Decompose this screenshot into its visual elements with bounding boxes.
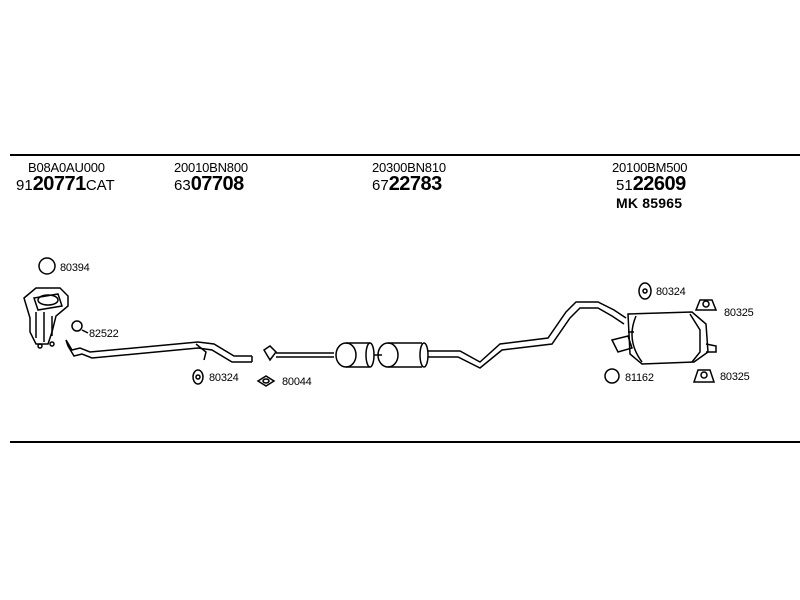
rubber-hanger-icon	[192, 369, 204, 385]
rear-muffler-icon	[610, 311, 717, 365]
part-group-front-pipe: 20010BN800 6307708	[174, 160, 248, 195]
part-label: 80325	[720, 371, 750, 383]
small-gasket-icon	[71, 320, 89, 334]
top-divider	[10, 154, 800, 156]
front-pipe-icon	[65, 339, 253, 363]
part-group-catalyst: B08A0AU000 9120771CAT	[16, 160, 115, 195]
bottom-divider	[10, 441, 800, 443]
exhaust-hanger-icon	[692, 369, 716, 383]
part-number: 6307708	[174, 173, 244, 195]
gasket-ring-icon	[38, 257, 56, 275]
part-label: 80324	[209, 372, 239, 384]
part-label: 82522	[89, 328, 119, 340]
mounting-kit-number: MK 85965	[616, 195, 683, 211]
flange-gasket-icon	[256, 375, 276, 387]
part-label: 80325	[724, 307, 754, 319]
rear-pipe-icon	[428, 301, 627, 369]
part-label: 80394	[60, 262, 90, 274]
part-number: 6722783	[372, 173, 442, 195]
center-muffler-icon	[262, 342, 429, 368]
part-number: 5122609	[616, 173, 686, 195]
part-group-rear-muffler: 20100BM500 5122609 MK 85965	[612, 160, 688, 211]
catalytic-converter-icon	[23, 287, 69, 349]
seal-ring-icon	[604, 368, 620, 384]
oe-number: 20100BM500	[612, 160, 688, 175]
part-group-center-muffler: 20300BN810 6722783	[372, 160, 446, 195]
part-number: 9120771CAT	[16, 173, 115, 195]
part-label: 80044	[282, 376, 312, 388]
part-label: 80324	[656, 286, 686, 298]
oe-number: 20300BN810	[372, 160, 446, 175]
oe-number: 20010BN800	[174, 160, 248, 175]
part-label: 81162	[625, 372, 654, 384]
rubber-hanger-icon	[638, 282, 652, 300]
exhaust-hanger-icon	[694, 299, 718, 311]
oe-number: B08A0AU000	[28, 160, 105, 175]
